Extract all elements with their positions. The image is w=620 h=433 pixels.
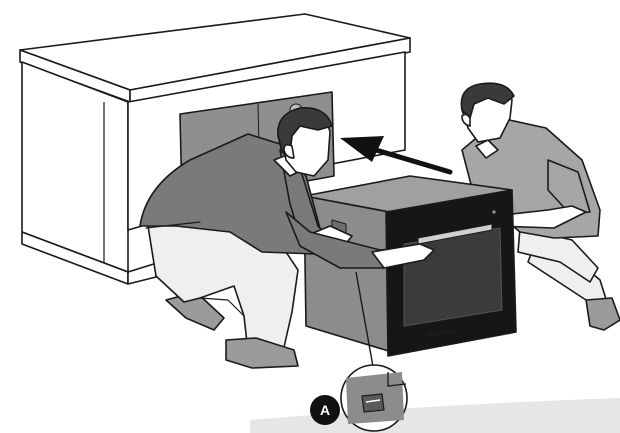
shoe bbox=[226, 338, 298, 368]
floor-shadow bbox=[250, 398, 620, 433]
callout-detail-a: A bbox=[310, 365, 407, 431]
shoe bbox=[586, 298, 620, 330]
bracket-detail-icon bbox=[346, 372, 406, 424]
callout-label: A bbox=[320, 402, 330, 418]
